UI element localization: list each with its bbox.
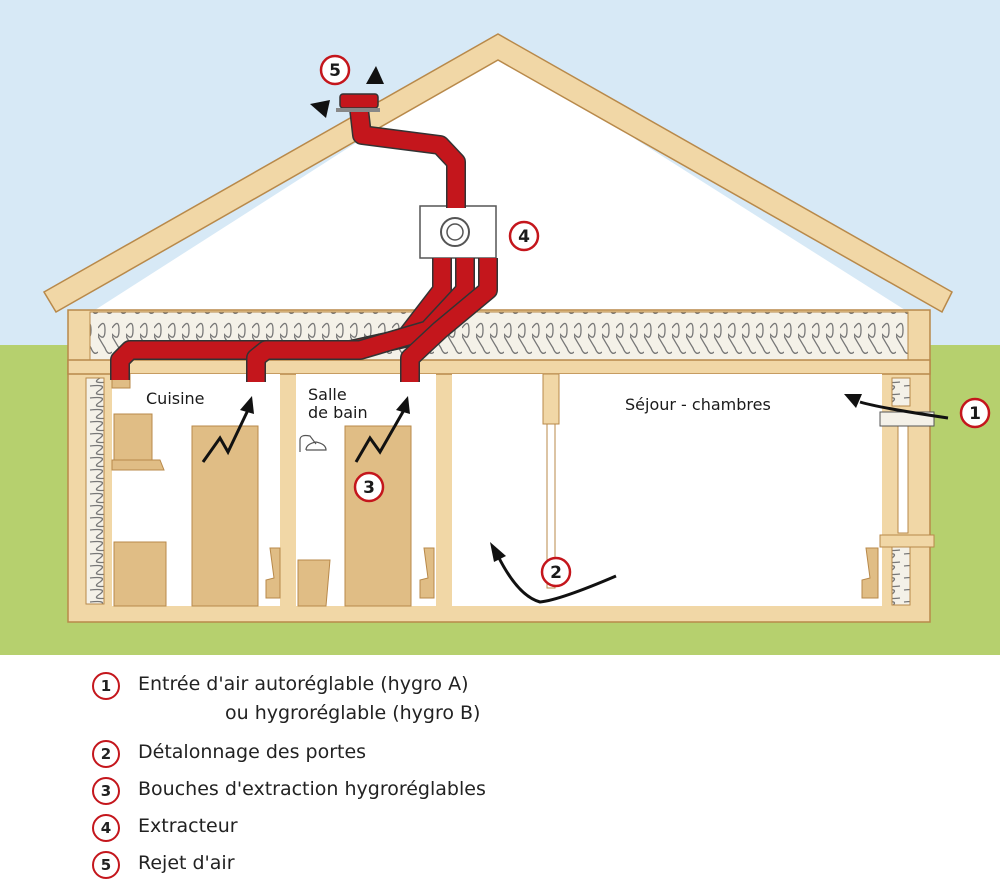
legend-text-1: Entrée d'air autoréglable (hygro A) (138, 673, 469, 695)
legend-item-1: 1 Entrée d'air autoréglable (hygro A) ou… (92, 670, 792, 738)
legend-badge-3: 3 (92, 777, 120, 805)
partition-door (546, 423, 556, 589)
marker-5-number: 5 (329, 61, 341, 81)
bathroom-chair (419, 547, 435, 599)
legend-text-2: Détalonnage des portes (138, 741, 367, 763)
wall-insulation-right-bottom (891, 544, 911, 606)
roof-cap (339, 93, 379, 109)
wall-insulation-left (85, 377, 105, 605)
window-sill (879, 534, 935, 548)
legend-badge-2: 2 (92, 740, 120, 768)
marker-4-number: 4 (518, 227, 530, 247)
room-label-living: Séjour - chambres (625, 395, 771, 414)
legend-item-3: 3 Bouches d'extraction hygroréglables (92, 775, 792, 812)
attic-space (95, 52, 905, 310)
inlet-arrow (859, 400, 949, 420)
legend-item-2: 2 Détalonnage des portes (92, 738, 792, 775)
kitchen-hood-lip (111, 459, 165, 471)
legend-badge-5: 5 (92, 851, 120, 879)
ceiling-slab (67, 359, 931, 375)
legend-text-3: Bouches d'extraction hygroréglables (138, 778, 486, 800)
exhaust-arrow-right (366, 66, 384, 84)
bathtub (297, 559, 331, 607)
partition-beam (542, 373, 560, 425)
room-label-bathroom-2: de bain (308, 403, 368, 422)
kitchen-chair (265, 547, 281, 599)
extractor-fan (440, 217, 470, 247)
kitchen-hood (113, 413, 153, 461)
kitchen-cabinet (113, 541, 167, 607)
legend-badge-4: 4 (92, 814, 120, 842)
marker-3: 3 (353, 471, 385, 503)
bathroom-extraction-arrow (354, 409, 406, 463)
legend-subtext-1: ou hygroréglable (hygro B) (225, 702, 481, 724)
door-undercut-arrow (496, 555, 617, 604)
legend-item-4: 4 Extracteur (92, 812, 792, 849)
kitchen-door (191, 425, 259, 607)
legend-text-5: Rejet d'air (138, 852, 235, 874)
roof (42, 33, 953, 314)
living-chair (861, 547, 879, 599)
room-label-kitchen: Cuisine (146, 389, 205, 408)
marker-2-number: 2 (550, 563, 562, 583)
kitchen-extraction-arrow (201, 409, 250, 463)
exhaust-arrow-left (310, 100, 330, 118)
legend-badge-1: 1 (92, 672, 120, 700)
marker-5: 5 (319, 54, 351, 86)
ducts (110, 98, 498, 382)
shower-head (299, 434, 327, 452)
legend-item-5: 5 Rejet d'air (92, 849, 792, 886)
wall-insulation-right-top (891, 377, 911, 407)
airflow-arrows (201, 66, 949, 604)
roof-flashing (336, 108, 380, 112)
marker-1-number: 1 (969, 404, 981, 424)
bathroom-door (344, 425, 412, 607)
extractor-fan-hub (446, 223, 464, 241)
marker-1: 1 (959, 397, 991, 429)
legend: 1 Entrée d'air autoréglable (hygro A) ou… (92, 670, 792, 886)
marker-3-number: 3 (363, 478, 375, 498)
ventilation-diagram: Cuisine Salle de bain Séjour - chambres … (0, 0, 1000, 655)
living-room (452, 374, 882, 606)
marker-2: 2 (540, 556, 572, 588)
legend-text-4: Extracteur (138, 815, 238, 837)
marker-4: 4 (508, 220, 540, 252)
room-label-bathroom-1: Salle (308, 385, 347, 404)
window (897, 424, 909, 534)
